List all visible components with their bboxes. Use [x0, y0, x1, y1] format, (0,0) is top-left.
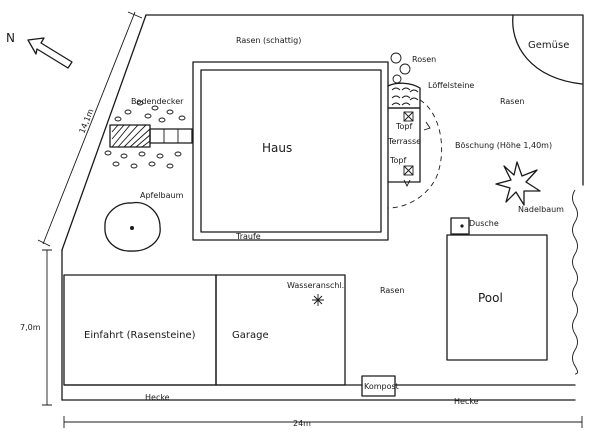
vegetable-patch-border	[512, 14, 583, 85]
apple-tree-label: Apfelbaum	[140, 191, 184, 200]
house-label: Haus	[262, 141, 292, 155]
property-boundary	[61, 14, 584, 401]
eaves-label: Traufe	[235, 232, 261, 241]
pool	[446, 234, 548, 361]
terrace-label: Terrasse	[387, 137, 421, 146]
shower-label: Dusche	[469, 219, 499, 228]
terrace	[387, 107, 431, 188]
pot-top-label: Topf	[395, 122, 413, 131]
ground-cover-label: Bodendecker	[131, 97, 184, 106]
shower	[450, 217, 470, 235]
dimension-horizontal	[63, 416, 583, 428]
hedge-wavy-right	[572, 189, 578, 375]
spoon-stones	[387, 82, 421, 109]
hedge-left-label: Hecke	[145, 393, 170, 402]
conifer-icon	[495, 161, 541, 206]
lawn-shady-label: Rasen (schattig)	[236, 36, 301, 45]
ground-cover-area	[104, 100, 193, 169]
conifer-label: Nadelbaum	[518, 205, 564, 214]
garage-label: Garage	[232, 330, 269, 341]
north-label: N	[6, 31, 15, 45]
lawn-right-label: Rasen	[500, 97, 524, 106]
dim-vertical-label: 7,0m	[20, 323, 41, 332]
roses-label: Rosen	[412, 55, 436, 64]
water-connection-icon	[312, 294, 324, 306]
dim-diagonal-label: 14,1m	[78, 107, 96, 134]
vegetables-label: Gemüse	[528, 40, 569, 51]
hedge-right-label: Hecke	[454, 397, 479, 406]
compost	[361, 375, 396, 397]
lawn-center-label: Rasen	[380, 286, 404, 295]
dimension-vertical	[42, 249, 52, 406]
slope-label: Böschung (Höhe 1,40m)	[455, 141, 552, 150]
driveway-label: Einfahrt (Rasensteine)	[84, 330, 196, 341]
water-connection-label: Wasseranschl.	[287, 281, 344, 290]
spoon-stones-label: Löffelsteine	[428, 81, 474, 90]
shower-icon	[460, 224, 464, 228]
north-arrow-icon	[27, 37, 73, 69]
pot-bottom-label: Topf	[389, 156, 407, 165]
compost-label: Kompost	[364, 382, 399, 391]
dimension-diagonal	[37, 11, 143, 247]
house	[192, 61, 389, 241]
dim-horizontal-label: 24m	[293, 419, 311, 428]
apple-tree	[104, 201, 161, 252]
roses	[390, 52, 411, 84]
pool-label: Pool	[478, 291, 503, 305]
slope-line	[387, 99, 443, 209]
